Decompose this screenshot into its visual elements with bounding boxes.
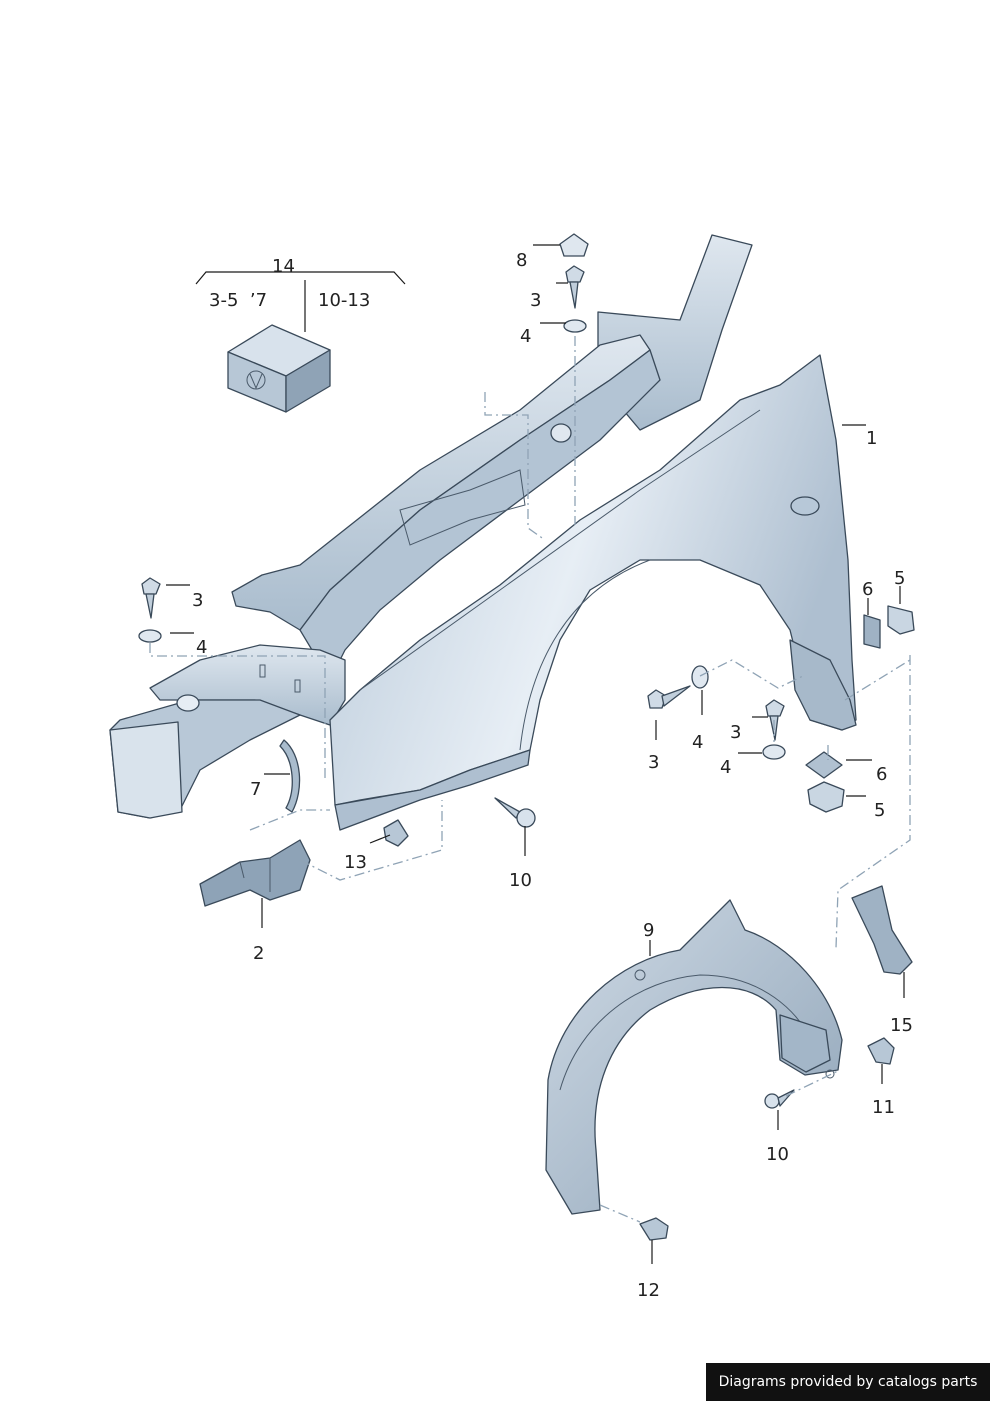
indicator-cutout [790,496,820,516]
callout-12: 12 [637,1280,660,1301]
body-structure [109,234,753,819]
arch-trim-part-15[interactable] [851,885,913,975]
screw-part-10-shank [494,797,521,819]
clip-part-6-lower[interactable] [805,751,843,779]
callout-13: 13 [344,852,367,873]
callout-3: 3 [192,590,203,611]
washer-part-4-left[interactable] [138,629,162,643]
screw-part-3-left[interactable] [141,577,161,595]
callout-14: 14 [272,256,295,277]
callout-11: 11 [872,1097,895,1118]
nut-part-8[interactable] [559,233,589,257]
front-member-face [109,721,183,819]
liner-mount-hole [634,969,646,981]
assembly-lines [149,336,911,1223]
strut-hole [550,423,572,443]
callout-4: 4 [720,757,731,778]
clip-part-13[interactable] [383,819,409,847]
brand-logo-mark [249,373,263,390]
kit-range-left: 3-5 ’7 [209,290,267,311]
callouts: 1 2 3 3 3 3 4 4 4 4 5 5 6 6 7 8 9 10 10 … [192,250,913,1301]
nut-part-12[interactable] [639,1217,669,1241]
fender-part-1[interactable] [329,354,857,831]
callout-2: 2 [253,943,264,964]
liner-shell [545,899,843,1215]
stud [294,679,301,693]
stud [259,664,266,678]
washer-part-4-top[interactable] [563,319,587,333]
screw-part-10-liner-head[interactable] [764,1093,780,1109]
callout-3: 3 [530,290,541,311]
liner-part-9[interactable] [545,899,843,1215]
callout-3: 3 [648,752,659,773]
bracket-part-2[interactable] [199,839,311,907]
callout-10: 10 [766,1144,789,1165]
callout-3: 3 [730,722,741,743]
washer-part-4-right[interactable] [762,744,786,760]
bracket-ribs [239,858,271,892]
clip-part-11[interactable] [867,1037,895,1065]
box-side [285,349,331,413]
clip-part-6-upper[interactable] [863,614,881,649]
attribution-banner: Diagrams provided by catalogs parts [706,1363,990,1401]
nut-part-5-lower[interactable] [807,781,845,813]
callout-5: 5 [894,568,905,589]
callout-9: 9 [643,920,654,941]
fender-rear-flange [789,639,857,731]
screw-part-10-head[interactable] [516,808,536,828]
callout-4: 4 [196,637,207,658]
callout-4: 4 [692,732,703,753]
kit-range-right: 10-13 [318,290,370,311]
wheel-arch-crease [519,559,651,751]
callout-6: 6 [876,764,887,785]
screw-part-3-mid-shank [661,685,691,707]
screw-part-3-top[interactable] [565,265,585,283]
fender-lower-flange [334,749,531,831]
fender-top-edge [359,409,761,691]
hardware [138,233,915,907]
callout-5: 5 [874,800,885,821]
callout-6: 6 [862,579,873,600]
liner-mount-hole [825,1069,835,1079]
callout-7: 7 [250,779,261,800]
callout-8: 8 [516,250,527,271]
callout-4: 4 [520,326,531,347]
rail-recess [399,469,526,546]
nut-part-5-upper[interactable] [887,605,915,635]
screw-part-3-right[interactable] [765,699,785,717]
liner-rear-tab [779,1014,831,1073]
screw-part-10-liner-shank [777,1089,795,1107]
washer-part-4-mid[interactable] [691,665,709,689]
liner-inner-edge [559,974,817,1091]
screw-part-3-left-shank [145,593,155,619]
kit-box-part-14[interactable] [227,324,331,413]
screw-part-3-top-shank [569,281,579,309]
leader-lines [166,244,905,1264]
callout-1: 1 [866,428,877,449]
callout-10: 10 [509,870,532,891]
callout-15: 15 [890,1015,913,1036]
member-hole [176,694,200,712]
seal-part-7[interactable] [279,739,301,813]
